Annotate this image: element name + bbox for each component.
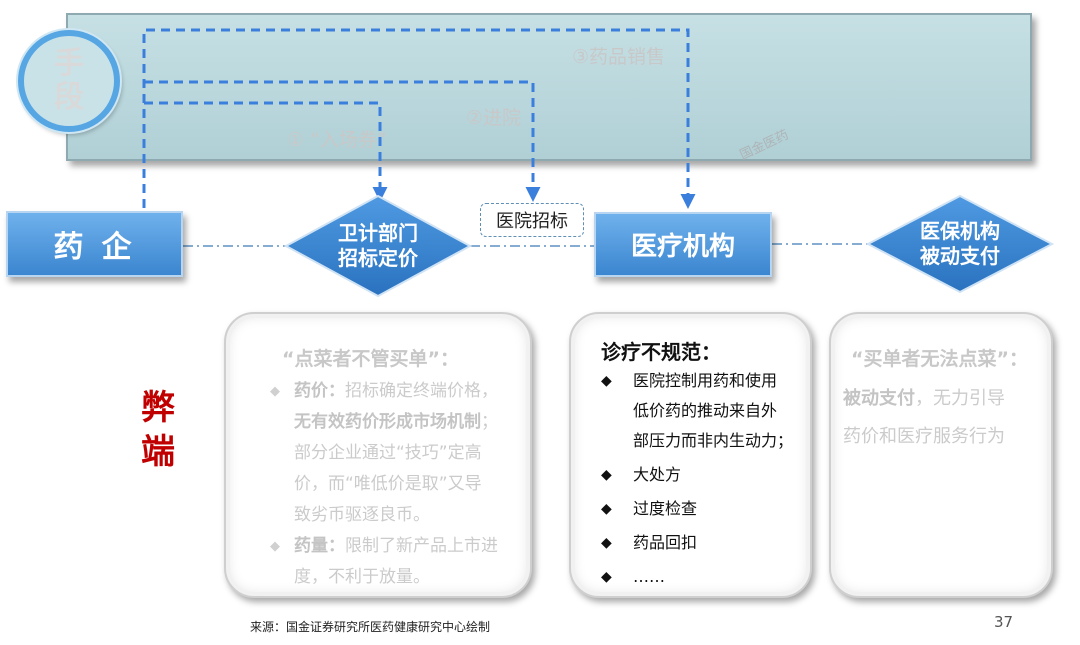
panel-orderer-not-payer: “点菜者不管买单”： ◆ 药价：招标确定终端价格， 无有效药价形成市场机制； 部… [224,312,532,598]
panel-right-text-1: ，无力引导 [915,388,1005,409]
hospital-bidding-tag: 医院招标 [480,203,584,237]
path-sales-arrow [142,28,696,209]
price-item-label: 药价： [294,381,345,401]
volume-item-text: 限制了新产品上市进 [345,536,498,556]
panel-right-body: 被动支付，无力引导 药价和医疗服务行为 [843,380,1049,456]
path-label-entry: ②进院 [466,107,522,129]
bullet-icon: ◆ [270,539,280,554]
panel-right-title: “买单者无法点菜”： [851,348,1028,370]
mid-item-4: 药品回扣 [633,533,698,552]
bullet-icon: ◆ [601,373,612,389]
mid-item-2: 大处方 [633,465,682,484]
panel-left-title: “点菜者不管买单”： [282,348,459,370]
health-dept-line-2: 招标定价 [338,246,418,270]
passive-payment-label: 被动支付 [843,388,915,409]
health-dept-diamond [283,194,473,298]
path-ticket-arrow [144,101,388,202]
bullet-icon: ◆ [601,501,612,517]
mid-item-1-cont2: 部压力而非内生动力； [633,431,794,450]
panel-right-line-1: 被动支付，无力引导 [843,380,1049,418]
price-line-2: 无有效药价形成市场机制； [294,407,530,438]
drawbacks-char-1: 弊 [141,388,175,428]
medical-institution-box: 医疗机构 [594,212,772,277]
price-item-text: 招标确定终端价格， [345,381,498,401]
bullet-icon: ◆ [601,467,612,483]
source-note: 来源：国金证券研究所医药健康研究中心绘制 [250,620,491,634]
price-item: ◆ 药价：招标确定终端价格， [270,376,530,407]
insurance-diamond [865,194,1055,294]
page-number: 37 [994,613,1014,631]
insurance-line-1: 医保机构 [920,219,1000,243]
pharma-company-box: 药企 [6,211,183,277]
price-line-4: 价，而“唯低价是取”又导 [294,474,482,494]
volume-item: ◆ 药量：限制了新产品上市进 [270,531,530,562]
bullet-icon: ◆ [601,569,612,585]
price-line-5: 致劣币驱逐良币。 [294,505,430,525]
means-char-2: 段 [54,80,84,115]
means-banner [66,13,1032,161]
drawbacks-char-2: 端 [141,432,175,472]
bullet-icon: ◆ [270,384,280,399]
mid-item-1-cont: 低价药的推动来自外 [633,401,778,420]
bullet-icon: ◆ [601,535,612,551]
health-dept-line-1: 卫计部门 [338,221,418,245]
panel-mid-title: 诊疗不规范： [601,340,721,364]
price-line-2-text: ； [481,412,498,432]
price-line-3: 部分企业通过“技巧”定高 [294,443,482,463]
price-line-2-bold: 无有效药价形成市场机制 [294,412,481,432]
mid-item-5: …… [633,567,665,586]
insurance-line-2: 被动支付 [920,244,1000,268]
panel-left-body: ◆ 药价：招标确定终端价格， 无有效药价形成市场机制； 部分企业通过“技巧”定高… [270,376,530,593]
insurance-label: 医保机构 被动支付 [900,219,1020,269]
drawbacks-label: 弊 端 [136,386,180,474]
mid-item-1: 医院控制用药和使用 [633,371,778,390]
path-entry-arrow [144,80,541,202]
panel-payer-cannot-order: “买单者无法点菜”： 被动支付，无力引导 药价和医疗服务行为 [829,312,1053,598]
path-label-ticket: ① “入场券” [287,129,387,151]
panel-right-line-2: 药价和医疗服务行为 [843,426,1005,447]
volume-line-2: 度，不利于放量。 [294,567,430,587]
health-dept-label: 卫计部门 招标定价 [318,221,438,271]
means-circle: 手 段 [18,30,120,132]
mid-item-3: 过度检查 [633,499,698,518]
path-label-sales: ③药品销售 [572,46,666,68]
means-char-1: 手 [54,46,84,81]
volume-item-label: 药量： [294,536,345,556]
panel-irregular-treatment: 诊疗不规范： ◆ 医院控制用药和使用 低价药的推动来自外 部压力而非内生动力； … [569,312,812,598]
